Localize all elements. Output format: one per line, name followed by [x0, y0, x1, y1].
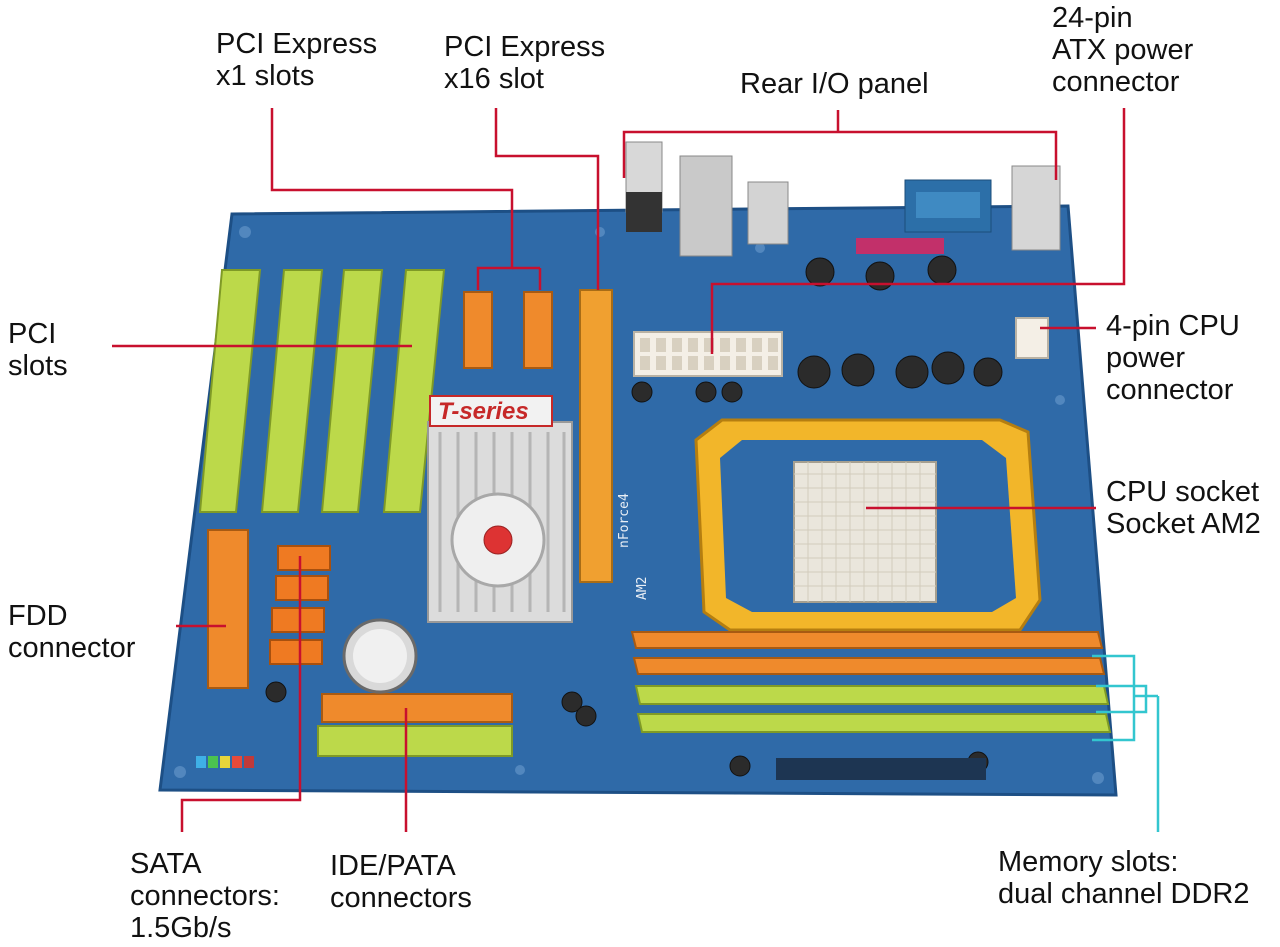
pci-slot	[382, 269, 446, 513]
leader-sata	[180, 556, 302, 832]
sata-connector	[269, 639, 323, 665]
dimm-slot-green	[634, 685, 1110, 705]
label-rear-io: Rear I/O panel	[740, 68, 929, 100]
pcie-x16-slot	[579, 289, 613, 583]
label-ide: IDE/PATA connectors	[330, 850, 472, 914]
label-pcie-x16: PCI Express x16 slot	[444, 31, 606, 95]
leader-lines	[112, 108, 1126, 832]
dimm-slot-orange	[630, 631, 1104, 649]
audio-ports	[1011, 165, 1061, 251]
platform-text: AM2	[635, 577, 650, 600]
usb-ports	[747, 181, 789, 245]
bottom-header	[776, 758, 986, 780]
brand-text: T-series	[438, 398, 529, 425]
sata-connectors	[269, 545, 331, 665]
memory-leader-lines	[1092, 654, 1160, 832]
leader-rear-io	[622, 130, 1058, 180]
pci-slots	[198, 269, 446, 513]
atx-pins	[640, 338, 778, 370]
pcie-x1-slot	[463, 291, 493, 369]
cpu-socket	[793, 461, 937, 603]
cpu-4pin-connector	[1015, 317, 1049, 359]
dimm-slot-orange	[632, 657, 1106, 675]
sata-connector	[275, 575, 329, 601]
ethernet-port	[679, 155, 733, 257]
brand-plate	[429, 395, 553, 427]
dimm-slot-green	[636, 713, 1112, 733]
ide-connector-orange	[321, 693, 513, 723]
label-pci: PCI slots	[8, 318, 68, 382]
pcie-x1-slots	[463, 291, 553, 369]
label-fdd: FDD connector	[8, 600, 136, 664]
pcie-x1-slot	[523, 291, 553, 369]
label-sata: SATA connectors: 1.5Gb/s	[130, 848, 280, 944]
pci-slot	[260, 269, 324, 513]
socket-pin-grid	[794, 462, 936, 602]
pci-slot	[320, 269, 384, 513]
label-memory: Memory slots: dual channel DDR2	[998, 846, 1250, 910]
label-cpu4: 4-pin CPU power connector	[1106, 310, 1240, 406]
rear-io-ports	[625, 141, 1061, 257]
pci-slot	[198, 269, 262, 513]
label-atx24: 24-pin ATX power connector	[1052, 2, 1194, 98]
fdd-connector	[207, 529, 249, 689]
leader-pcie-x1	[270, 108, 514, 290]
leader-atx24	[710, 108, 1126, 354]
color-pins	[196, 756, 254, 768]
memory-slots	[630, 631, 1112, 733]
label-pcie-x1: PCI Express x1 slots	[216, 28, 378, 92]
sata-connector	[277, 545, 331, 571]
label-cpu-socket: CPU socket Socket AM2	[1106, 476, 1261, 540]
sata-connector	[271, 607, 325, 633]
leader-pcie-x16	[494, 108, 600, 290]
chipset-text: nForce4	[617, 493, 632, 548]
header-pink	[856, 238, 944, 254]
ide-connector-green	[317, 725, 513, 757]
